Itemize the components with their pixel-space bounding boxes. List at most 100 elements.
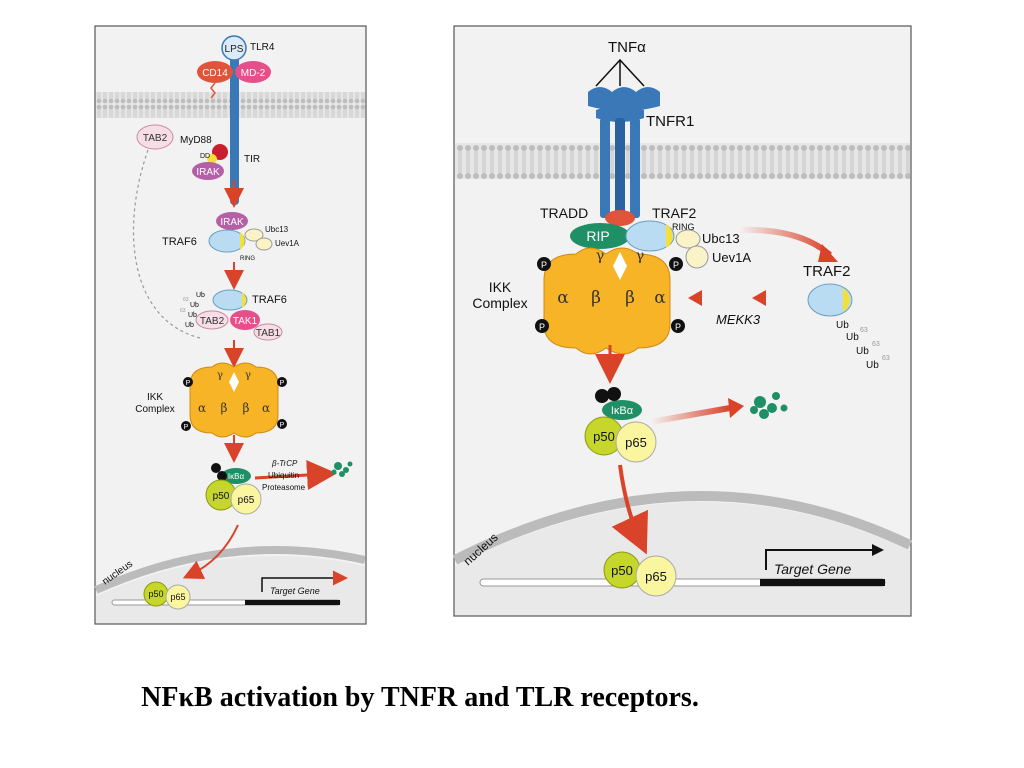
ikk-right-label-1: IKK xyxy=(489,279,512,295)
ikk-right-body xyxy=(543,247,671,355)
tnf-panel: TNFα TNFR1 TRADD RIP TRAF2 RING Ubc13 Ue… xyxy=(452,25,913,617)
k63-right-2: 63 xyxy=(872,341,880,348)
target-gene-right-label: Target Gene xyxy=(774,561,852,577)
p65-left-nuc-label: p65 xyxy=(170,592,185,602)
ikk-left-p-4 xyxy=(277,419,287,429)
degraded-fragments-right xyxy=(750,392,788,419)
p50-right-nuc-label: p50 xyxy=(611,563,633,578)
p50-right-label: p50 xyxy=(593,429,615,444)
dd-label: DD xyxy=(200,153,210,160)
traf6-1-ring xyxy=(240,232,245,250)
ubc13-right xyxy=(675,229,701,249)
ikk-left-p-2 xyxy=(277,377,287,387)
tab2-top-label: TAB2 xyxy=(143,133,168,144)
ub-right-4: Ub xyxy=(866,360,879,371)
ikk-left-label-1: IKK xyxy=(147,392,163,403)
ikk-right-p-4-label: P xyxy=(675,322,681,332)
ikk-left-beta-1: β xyxy=(221,401,228,415)
transcription-arrow-right xyxy=(765,549,872,570)
ikk-left-gamma-1: γ xyxy=(217,370,223,381)
translocation-arrow-right xyxy=(611,464,648,555)
rip-label: RIP xyxy=(586,228,609,244)
ikk-left-diamond xyxy=(229,372,239,392)
degradation-arrow-right xyxy=(649,405,731,425)
ikk-left-beta-2: β xyxy=(243,401,250,415)
p50-left-nuc-label: p50 xyxy=(148,589,163,599)
ikk-right-gamma-2: γ xyxy=(636,248,644,264)
tak1 xyxy=(230,310,260,330)
tnfr1-head xyxy=(588,87,660,111)
uev1a-1-label: Uev1A xyxy=(275,239,300,248)
ikk-right-p-3 xyxy=(535,319,549,333)
ikk-left-alpha-1: α xyxy=(198,401,206,415)
k63-2: 63 xyxy=(180,308,186,314)
traf2-right xyxy=(807,283,853,317)
traf2-adaptor xyxy=(625,220,675,252)
p50-left-label: p50 xyxy=(213,491,230,502)
ub-4: Ub xyxy=(185,322,194,329)
p65-left xyxy=(230,483,262,515)
ikk-left-p-3 xyxy=(181,421,191,431)
nucleus-membrane-right xyxy=(452,491,913,565)
traf2-right-label: TRAF2 xyxy=(803,263,851,280)
irak-2 xyxy=(216,212,248,230)
uev1a-1 xyxy=(255,237,273,251)
tnf-alpha-label: TNFα xyxy=(608,39,646,56)
tnfr1-chain-3 xyxy=(630,118,640,218)
tnfr1-chain-2 xyxy=(615,118,625,218)
nucleus-left xyxy=(96,556,365,623)
ikk-right-p-2 xyxy=(669,257,683,271)
ikba-right-p-1 xyxy=(595,389,609,403)
irak-1-label: IRAK xyxy=(196,167,220,178)
ikk-right-p-2-label: P xyxy=(673,260,679,270)
traf6-2-label: TRAF6 xyxy=(252,294,287,306)
death-domain xyxy=(207,154,217,164)
ikk-complex-right: γ γ α β β α P P P P IKK Complex xyxy=(472,247,685,355)
tlr-panel: LPS TLR4 CD14 MD-2 TAB2 MyD88 DD IRAK TI… xyxy=(94,25,367,625)
ikk-complex-left: γ γ α β β α P P P P IKK Complex xyxy=(135,362,287,438)
mekk3-arrowhead-2 xyxy=(688,290,702,306)
rip xyxy=(570,223,630,249)
ubc13-right-label: Ubc13 xyxy=(702,231,740,246)
ikk-right-p-1 xyxy=(537,257,551,271)
md2 xyxy=(235,61,271,83)
p65-left-label: p65 xyxy=(238,495,255,506)
ikk-right-alpha-2: α xyxy=(654,288,666,308)
ikk-right-diamond xyxy=(613,252,627,280)
cd14 xyxy=(197,61,233,83)
ikk-right-beta-2: β xyxy=(625,288,635,308)
figure-caption: NFκB activation by TNFR and TLR receptor… xyxy=(141,682,699,713)
proteasome-label: Proteasome xyxy=(262,483,306,492)
ikba-left-p-2 xyxy=(217,471,227,481)
ikk-left-alpha-2: α xyxy=(262,401,270,415)
p65-right xyxy=(615,421,657,463)
ikba-right xyxy=(602,400,642,420)
irak-1 xyxy=(192,162,224,180)
degraded-fragments-left xyxy=(331,461,353,477)
traf6-2-ring xyxy=(242,292,246,308)
tnfr1-chain-1 xyxy=(600,118,610,218)
ikk-left-p-3-label: P xyxy=(184,424,189,431)
tab1-label: TAB1 xyxy=(256,328,281,339)
tab2-bottom-label: TAB2 xyxy=(200,316,225,327)
ub-right-2: Ub xyxy=(846,332,859,343)
traf2-label: TRAF2 xyxy=(652,205,697,221)
degradation-arrow-left xyxy=(254,460,337,491)
transcription-arrowhead-right xyxy=(872,544,884,556)
tlr4-label: TLR4 xyxy=(250,42,275,53)
traf2-right-ring xyxy=(843,288,850,312)
tnfr1-receptor xyxy=(588,87,660,218)
btrcp-label: β-TrCP xyxy=(271,459,298,468)
ikba-left xyxy=(221,468,251,484)
gpi-anchor xyxy=(210,82,216,99)
tab2-recruit-dashed-arrow xyxy=(132,149,201,339)
ikk-left-body xyxy=(189,362,279,438)
nucleus-membrane-left xyxy=(94,546,366,594)
ikba-left-label: IκBα xyxy=(228,472,245,481)
traf6-1-label: TRAF6 xyxy=(162,236,197,248)
p65-right-label: p65 xyxy=(625,435,647,450)
mekk3-arrowhead-1 xyxy=(752,290,766,306)
k63-1: 63 xyxy=(183,297,189,303)
tnf-membrane xyxy=(455,143,910,179)
